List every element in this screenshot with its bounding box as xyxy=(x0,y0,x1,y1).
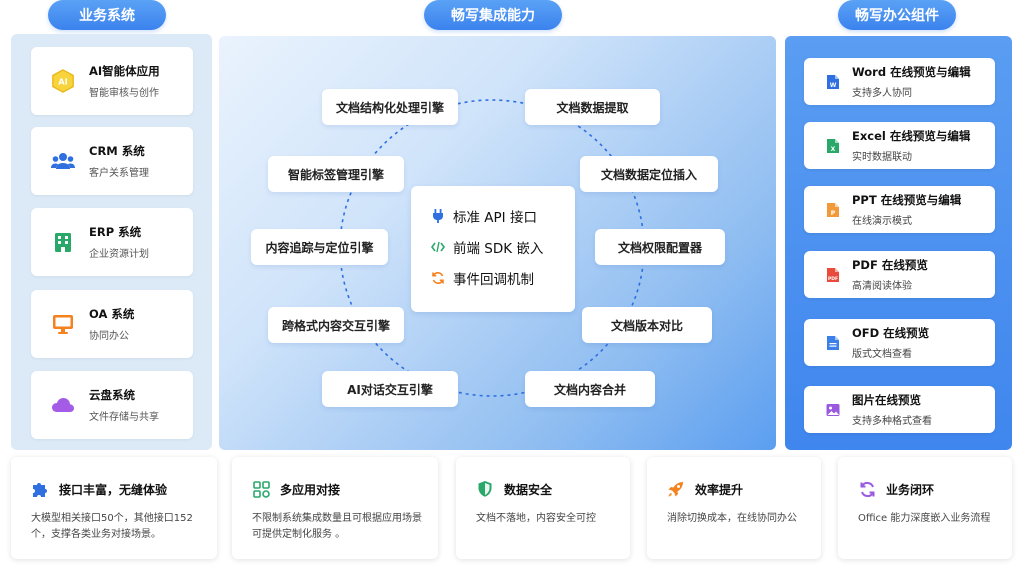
component-subtitle: 版式文档查看 xyxy=(852,349,912,360)
feature-title: 多应用对接 xyxy=(280,482,341,497)
hub-sdk-row: 前端 SDK 嵌入 xyxy=(431,231,575,262)
component-title: 图片在线预览 xyxy=(852,393,921,407)
svg-text:P: P xyxy=(831,210,836,217)
image-file-icon xyxy=(826,403,840,416)
feature-card-efficiency: 效率提升 消除切换成本，在线协同办公 xyxy=(647,457,821,559)
component-subtitle: 高清阅读体验 xyxy=(852,281,912,292)
system-card-ai[interactable]: AI AI智能体应用 智能审核与创作 xyxy=(31,47,193,115)
feature-title: 数据安全 xyxy=(504,482,553,497)
monitor-icon xyxy=(51,312,75,336)
svg-text:W: W xyxy=(830,82,837,89)
svg-text:X: X xyxy=(831,146,836,153)
feature-title: 业务闭环 xyxy=(886,482,935,497)
puzzle-icon xyxy=(31,480,49,498)
system-card-crm[interactable]: CRM 系统 客户关系管理 xyxy=(31,127,193,195)
engine-trace-locate[interactable]: 内容追踪与定位引擎 xyxy=(251,229,388,265)
component-card-word[interactable]: W Word 在线预览与编辑 支持多人协同 xyxy=(804,58,995,105)
feature-title: 效率提升 xyxy=(695,482,744,497)
feature-description: 不限制系统集成数量且可根据应用场景可提供定制化服务 。 xyxy=(252,513,422,540)
hub-callback-row: 事件回调机制 xyxy=(431,262,575,293)
word-file-icon: W xyxy=(827,74,839,89)
engine-structured-processing[interactable]: 文档结构化处理引擎 xyxy=(322,89,458,125)
svg-text:PDF: PDF xyxy=(828,276,838,282)
component-subtitle: 实时数据联动 xyxy=(852,152,912,163)
system-title: 云盘系统 xyxy=(89,388,135,402)
component-card-image[interactable]: 图片在线预览 支持多种格式查看 xyxy=(804,386,995,433)
component-title: Word 在线预览与编辑 xyxy=(852,65,971,79)
integration-hub: 标准 API 接口 前端 SDK 嵌入 事件回调机制 xyxy=(411,186,575,312)
engine-version-compare[interactable]: 文档版本对比 xyxy=(582,307,712,343)
hub-callback-label: 事件回调机制 xyxy=(453,271,534,288)
plug-icon xyxy=(431,208,445,223)
system-title: AI智能体应用 xyxy=(89,64,160,78)
system-card-oa[interactable]: OA 系统 协同办公 xyxy=(31,290,193,358)
apps-grid-icon xyxy=(252,480,270,498)
feature-description: Office 能力深度嵌入业务流程 xyxy=(858,513,991,524)
code-icon xyxy=(431,240,445,254)
svg-text:AI: AI xyxy=(58,77,68,87)
ai-badge-icon: AI xyxy=(51,69,75,93)
engine-permission-config[interactable]: 文档权限配置器 xyxy=(595,229,725,265)
feature-description: 文档不落地，内容安全可控 xyxy=(476,513,596,524)
refresh-icon xyxy=(431,271,445,285)
hub-api-label: 标准 API 接口 xyxy=(453,209,537,226)
feature-title: 接口丰富，无缝体验 xyxy=(59,482,168,497)
header-integration: 畅写集成能力 xyxy=(424,0,562,30)
header-office-components: 畅写办公组件 xyxy=(838,0,956,30)
feature-description: 大模型相关接口50个，其他接口152个，支撑各类业务对接场景。 xyxy=(31,513,193,540)
excel-file-icon: X xyxy=(827,138,839,153)
engine-locate-insert[interactable]: 文档数据定位插入 xyxy=(580,156,718,192)
header-business-systems: 业务系统 xyxy=(48,0,166,30)
system-title: OA 系统 xyxy=(89,307,135,321)
engine-data-extraction[interactable]: 文档数据提取 xyxy=(525,89,660,125)
system-card-erp[interactable]: ERP 系统 企业资源计划 xyxy=(31,208,193,276)
office-components-panel xyxy=(785,36,1012,450)
hub-sdk-label: 前端 SDK 嵌入 xyxy=(453,240,544,257)
system-title: ERP 系统 xyxy=(89,225,142,239)
feature-card-closed-loop: 业务闭环 Office 能力深度嵌入业务流程 xyxy=(838,457,1012,559)
hub-api-row: 标准 API 接口 xyxy=(431,200,575,231)
engine-content-merge[interactable]: 文档内容合并 xyxy=(525,371,655,407)
component-card-ppt[interactable]: P PPT 在线预览与编辑 在线演示模式 xyxy=(804,186,995,233)
engine-smart-tagging[interactable]: 智能标签管理引擎 xyxy=(268,156,404,192)
building-icon xyxy=(51,230,75,254)
system-title: CRM 系统 xyxy=(89,144,145,158)
system-card-cloud[interactable]: 云盘系统 文件存储与共享 xyxy=(31,371,193,439)
shield-icon xyxy=(476,480,494,498)
cloud-icon xyxy=(51,393,75,417)
component-title: PPT 在线预览与编辑 xyxy=(852,193,962,207)
feature-card-security: 数据安全 文档不落地，内容安全可控 xyxy=(456,457,630,559)
ppt-file-icon: P xyxy=(827,202,839,217)
component-title: Excel 在线预览与编辑 xyxy=(852,129,971,143)
rocket-icon xyxy=(667,480,685,498)
system-subtitle: 协同办公 xyxy=(89,331,129,342)
component-card-ofd[interactable]: OFD 在线预览 版式文档查看 xyxy=(804,319,995,366)
component-card-pdf[interactable]: PDF PDF 在线预览 高清阅读体验 xyxy=(804,251,995,298)
engine-ai-chat[interactable]: AI对话交互引擎 xyxy=(322,371,458,407)
feature-description: 消除切换成本，在线协同办公 xyxy=(667,513,797,524)
system-subtitle: 智能审核与创作 xyxy=(89,88,159,99)
feature-card-multi-app: 多应用对接 不限制系统集成数量且可根据应用场景可提供定制化服务 。 xyxy=(232,457,438,559)
component-card-excel[interactable]: X Excel 在线预览与编辑 实时数据联动 xyxy=(804,122,995,169)
component-title: OFD 在线预览 xyxy=(852,326,930,340)
users-icon xyxy=(51,149,75,173)
pdf-file-icon: PDF xyxy=(827,267,839,282)
component-subtitle: 在线演示模式 xyxy=(852,216,912,227)
system-subtitle: 企业资源计划 xyxy=(89,249,149,260)
ofd-file-icon xyxy=(827,335,839,350)
system-subtitle: 文件存储与共享 xyxy=(89,412,159,423)
loop-icon xyxy=(858,480,876,498)
component-subtitle: 支持多种格式查看 xyxy=(852,416,932,427)
system-subtitle: 客户关系管理 xyxy=(89,168,149,179)
component-subtitle: 支持多人协同 xyxy=(852,88,912,99)
component-title: PDF 在线预览 xyxy=(852,258,928,272)
feature-card-interfaces: 接口丰富，无缝体验 大模型相关接口50个，其他接口152个，支撑各类业务对接场景… xyxy=(11,457,217,559)
engine-cross-format[interactable]: 跨格式内容交互引擎 xyxy=(268,307,404,343)
